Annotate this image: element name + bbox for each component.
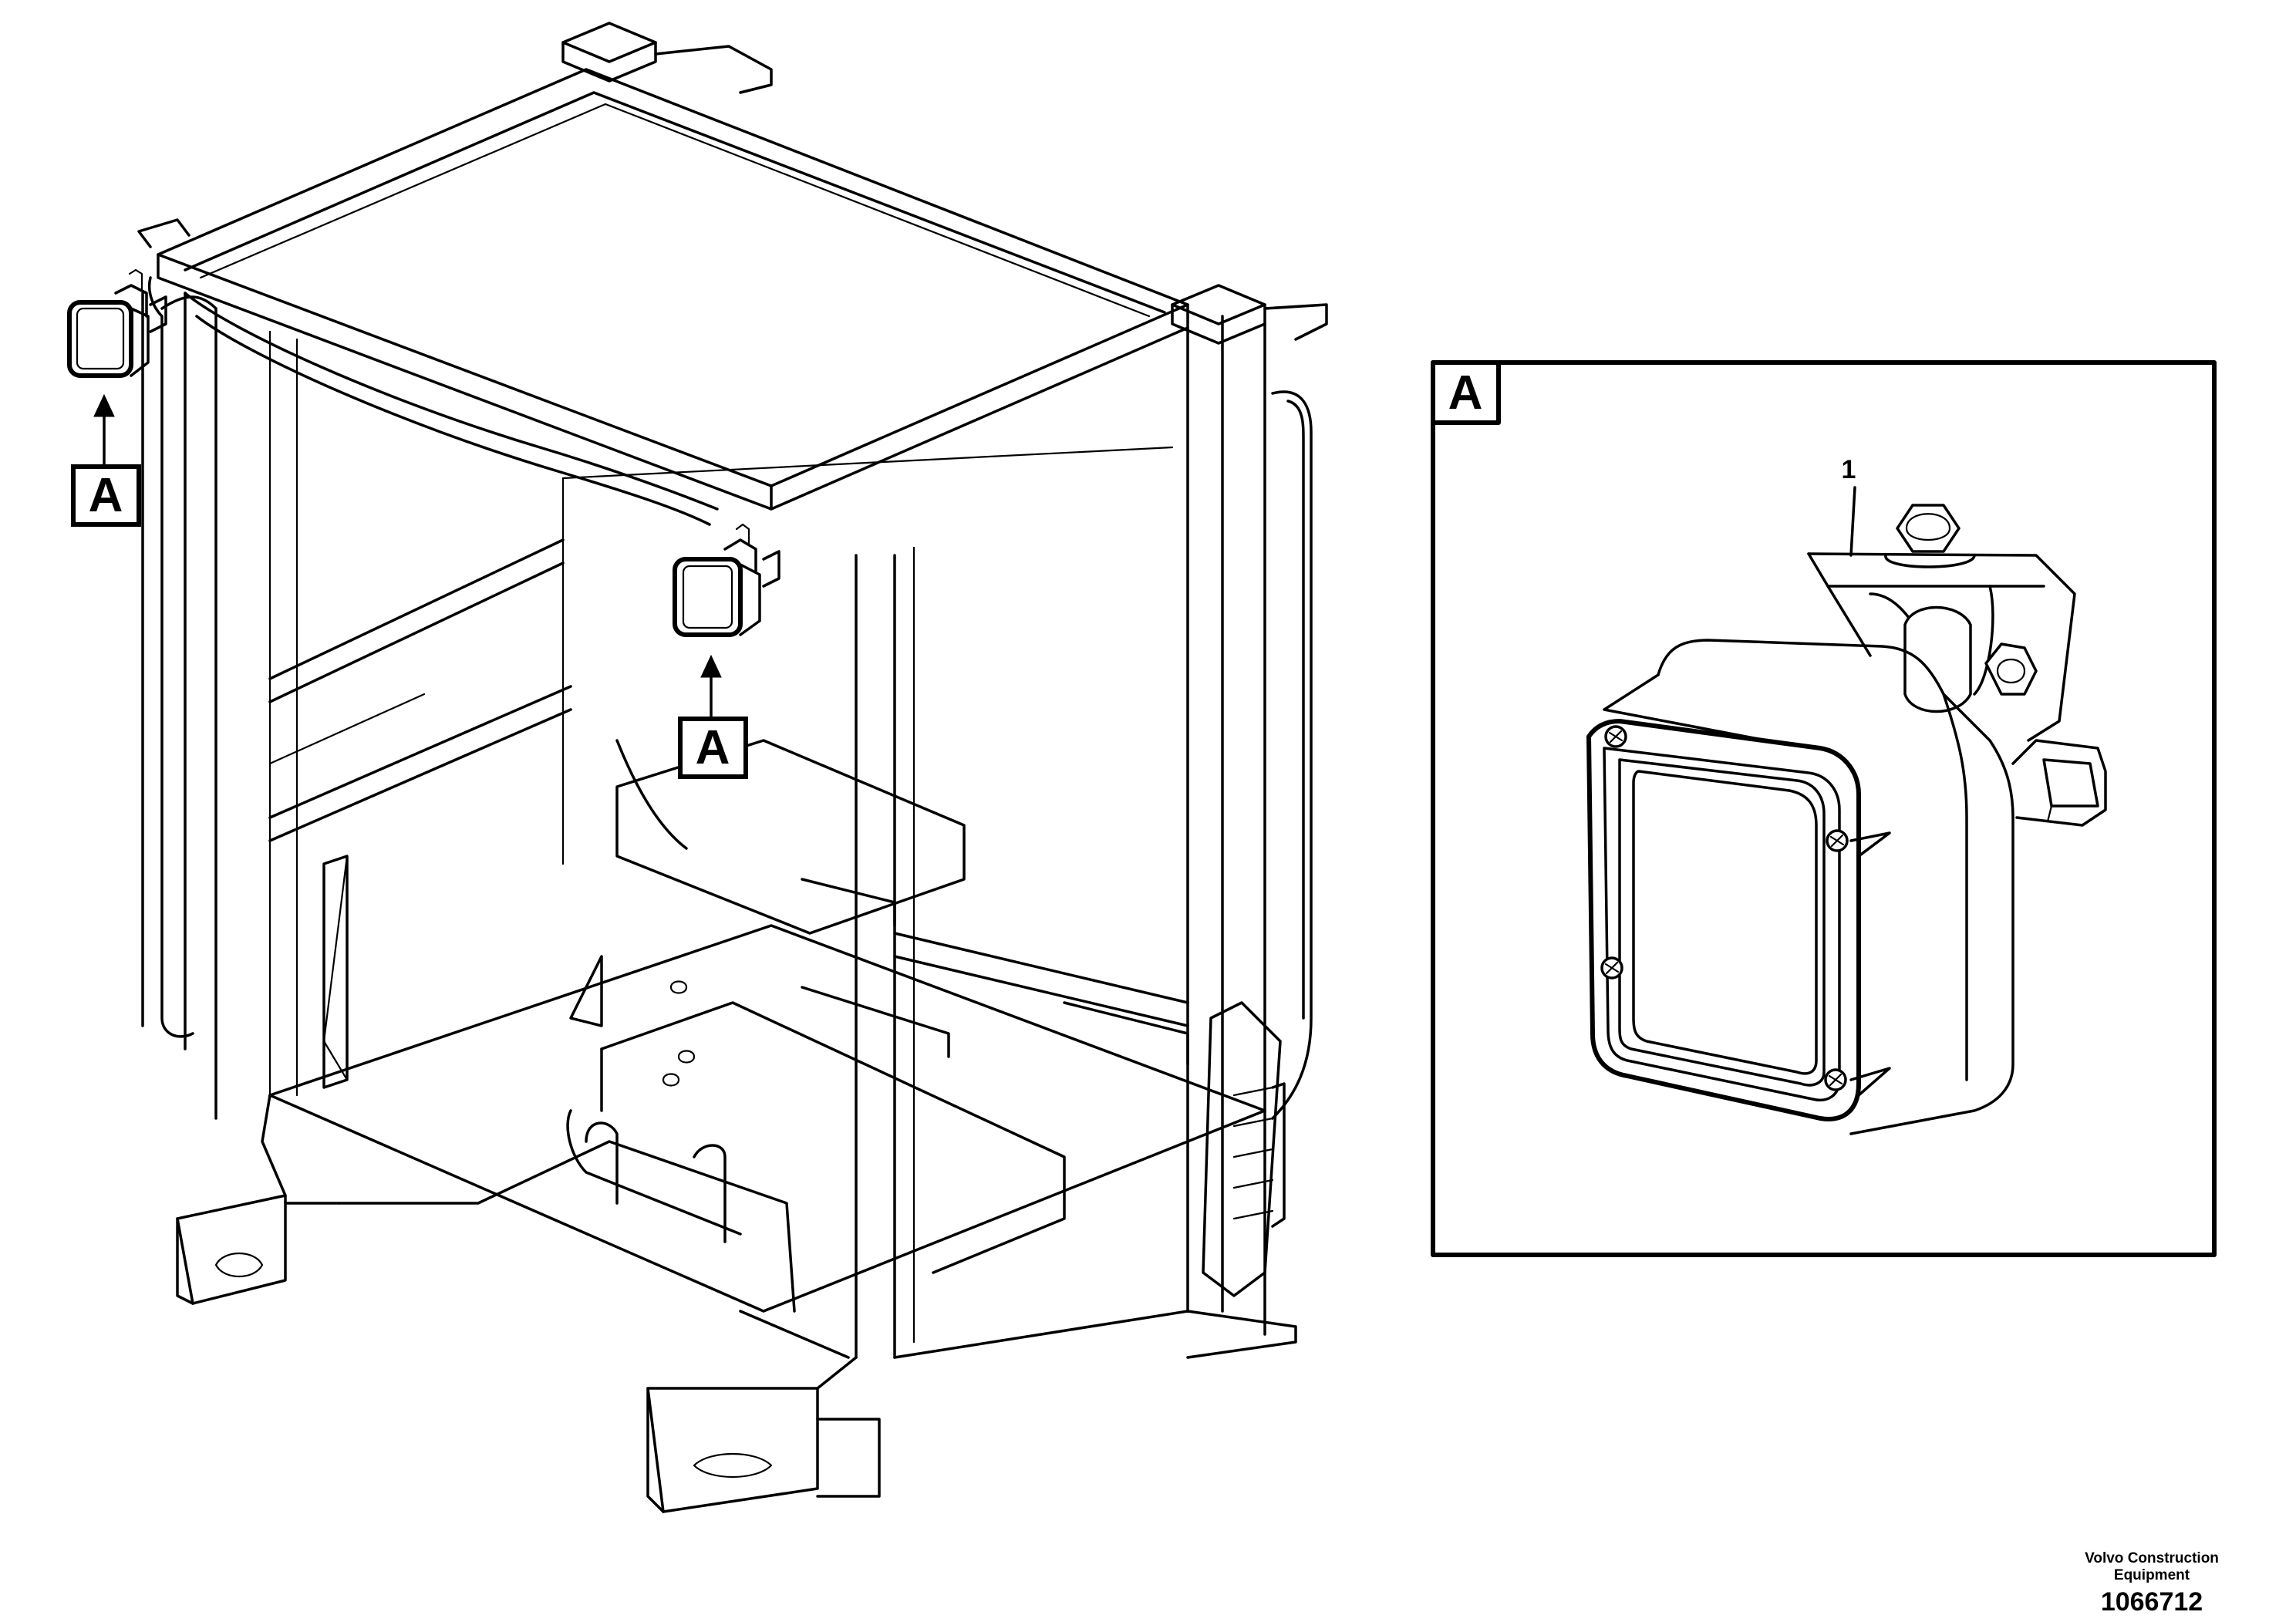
part-number: 1066712: [2100, 1587, 2203, 1617]
company-name: Volvo Construction Equipment: [2036, 1550, 2267, 1584]
detail-view-label: A: [1448, 366, 1483, 420]
callout-center: A: [678, 717, 748, 779]
cab-frame: [137, 22, 1328, 1513]
company-line-2: Equipment: [2113, 1567, 2190, 1583]
detail-view-a: A 1: [1431, 360, 2217, 1257]
callout-left: A: [71, 464, 141, 527]
left-work-lamp: [67, 268, 167, 472]
center-work-lamp: [673, 523, 781, 723]
item-number-1: 1: [1842, 455, 1856, 484]
company-line-1: Volvo Construction: [2085, 1550, 2219, 1566]
callout-left-label: A: [89, 469, 123, 522]
callout-center-label: A: [696, 721, 730, 774]
